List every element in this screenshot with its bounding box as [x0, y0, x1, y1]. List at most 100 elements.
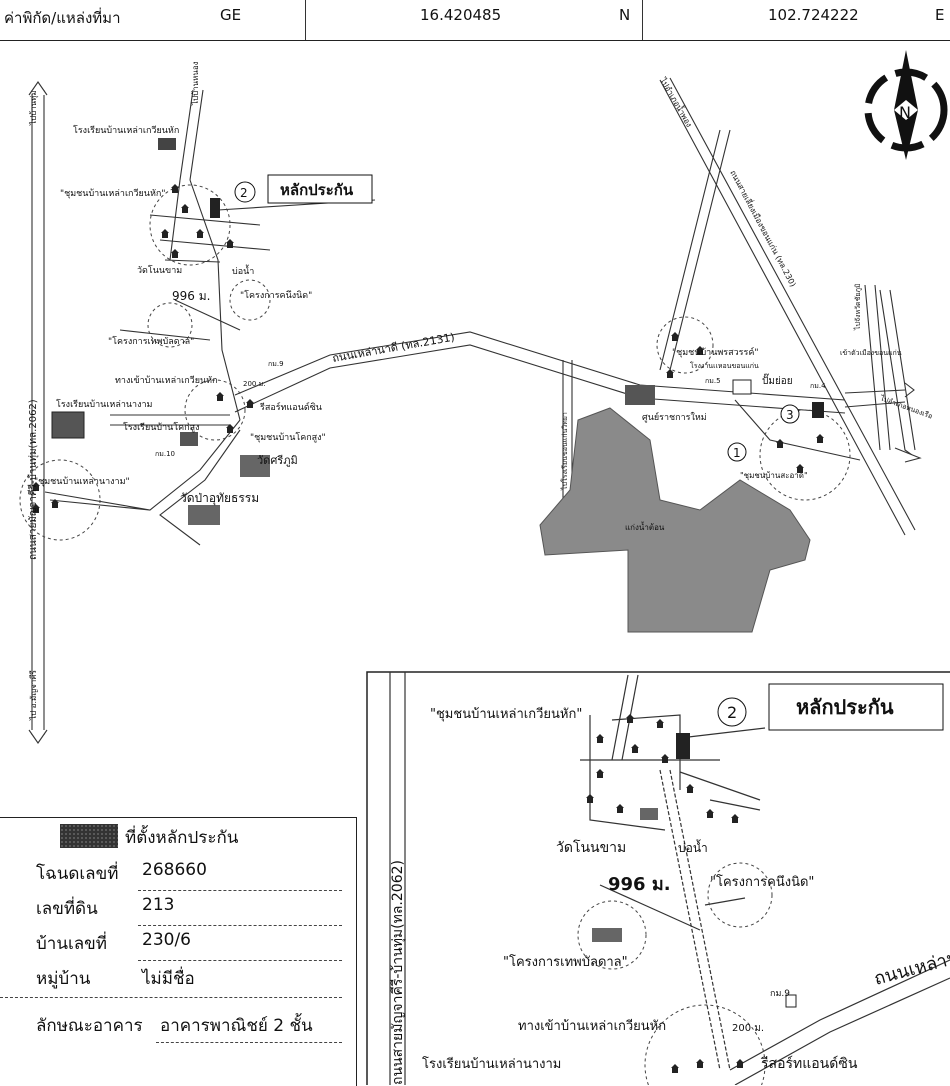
temple-2-label: วัดศรีภูมิ: [257, 454, 298, 467]
project-zone: [229, 279, 271, 321]
inset-project-2-label: "โครงการเทพบัลดาล": [503, 954, 628, 970]
community-zone: [656, 316, 714, 374]
inset-marker-2-label: 2: [727, 703, 737, 722]
inset-well-label: บ่อน้ำ: [678, 839, 708, 855]
dist200-label: 200 ม.: [243, 380, 265, 388]
gas-station-label: ปั๊มย่อย: [762, 373, 793, 387]
inset-km9-label: กม.9: [770, 989, 790, 999]
land-label: เลขที่ดิน: [36, 899, 98, 919]
distance-label: 996 ม.: [172, 289, 210, 303]
to-city-label: เข้าตัวเมืองขอนแก่น: [840, 349, 902, 357]
inset-dist200-label: 200 ม.: [732, 1023, 764, 1034]
overview-map: [28, 77, 922, 744]
building-value: อาคารพาณิชย์ 2 ชั้น: [160, 1016, 313, 1036]
temple-3-label: วัดป่าอุทัยธรรม: [180, 491, 259, 506]
project-zone: [147, 302, 193, 348]
longitude-value: 102.724222: [768, 6, 859, 24]
legend-title: ที่ตั้งหลักประกัน: [125, 828, 239, 848]
community-1-label: "ชุมชนบ้านเหล่าเกวียนหัก": [60, 188, 165, 199]
road-2131-label: ถนนเหล่านาดี (ทล.2131): [331, 331, 455, 365]
legend-row-village: หมู่บ้าน ไม่มีชื่อ: [0, 965, 356, 998]
community-zone: [19, 459, 101, 541]
factory-label: โรงงานเเหอนขอนแก่น: [690, 361, 759, 370]
community-zone: [149, 184, 231, 266]
marker-icons: [234, 174, 800, 462]
community-2-label: "ชุมชนบ้านโคกสูง": [250, 432, 326, 443]
project-1-label: "โครงการคนึงนิด": [240, 290, 312, 301]
bypass-label: ถนนสายเลี่ยงเมืองขอนแก่น (ทล.230): [728, 168, 799, 289]
road-north: [179, 89, 204, 181]
coordinate-header: ค่าพิกัด/แหล่งที่มา GE 16.420485 N 102.7…: [0, 0, 950, 41]
km4-label: กม.4: [810, 382, 826, 390]
inset-highway-2062: [389, 672, 406, 1085]
inset-road-2062-label: ถนนสายมัญจาคีรี-บ้านทุ่ม(ทล.2062): [390, 860, 406, 1085]
coord-label: ค่าพิกัด/แหล่งที่มา: [4, 9, 121, 27]
legend-row-land: เลขที่ดิน 213: [0, 895, 356, 926]
longitude-dir: E: [935, 6, 945, 24]
north-arrow-icon: N: [864, 50, 948, 160]
community-4-label: "ชุมชนบ้านพรสวรรค์": [672, 346, 759, 358]
inset-map: 2 หลักประกัน "ชุมชนบ้านเหล่าเกวียนหัก" ว…: [366, 671, 950, 1085]
school-2-label: โรงเรียนบ้านเหล่านางาม: [56, 399, 153, 410]
collateral-label: หลักประกัน: [280, 181, 354, 199]
legend-row-house: บ้านเลขที่ 230/6: [0, 930, 356, 961]
highway-2062-road: [31, 90, 45, 735]
km9-label: กม.9: [268, 360, 284, 368]
inset-temple-1-label: วัดโนนขาม: [556, 839, 626, 856]
building-label: ลักษณะอาคาร: [36, 1016, 143, 1036]
compass-letter: N: [899, 103, 911, 122]
entrance-label: ทางเข้าบ้านเหล่าเกวียนหัก: [115, 375, 218, 386]
inset-community-1-label: "ชุมชนบ้านเหล่าเกวียนหัก": [430, 706, 582, 722]
legend-row-deed: โฉนดเลขที่ 268660: [0, 860, 356, 891]
collateral-swatch-icon: [60, 824, 118, 848]
header-divider: [305, 0, 306, 40]
road-arrow-icon: [28, 81, 48, 744]
village-value: ไม่มีชื่อ: [142, 969, 195, 989]
inset-distance-label: 996 ม.: [608, 874, 671, 895]
marker-2-label: 2: [240, 186, 248, 200]
project-2-label: "โครงการเทพบัลดาล": [108, 336, 194, 347]
lake-area: [539, 407, 811, 633]
to-ban-thum-label: ไปบ้านทุ่ม: [29, 90, 38, 126]
village-label: หมู่บ้าน: [36, 969, 91, 989]
community-5-label: "ชุมชนบ้านสะอาด": [740, 471, 808, 480]
marker-3-label: 3: [786, 408, 794, 422]
inset-entrance-road: [659, 769, 731, 1071]
community-3-label: "ชุมชนบ้านเหล่านางาม": [34, 476, 130, 487]
to-ban-nong-label: ไปบ้านหนอง: [191, 61, 200, 106]
to-khok-label: ไปโรงเรียนขอนแก่นวิทยา: [560, 412, 569, 491]
inset-entrance-label: ทางเข้าบ้านเหล่าเกวียนหัก: [518, 1018, 666, 1034]
km5-label: กม.5: [705, 377, 721, 385]
legend-row-building: ลักษณะอาคาร อาคารพาณิชย์ 2 ชั้น: [0, 1012, 356, 1043]
gov-center-label: ศูนย์ราชการใหม่: [642, 411, 707, 423]
to-udon-label: ไปอำเภอน้ำพอง: [658, 75, 696, 129]
latitude-dir: N: [619, 6, 631, 24]
house-value: 230/6: [142, 930, 191, 950]
land-value: 213: [142, 895, 175, 915]
inset-marker-2-icon: [717, 697, 747, 727]
marker-1-label: 1: [733, 446, 741, 460]
community-zone: [184, 379, 246, 441]
latitude-value: 16.420485: [420, 6, 502, 24]
inset-school-2-label: โรงเรียนบ้านเหล่านางาม: [422, 1056, 561, 1072]
legend-panel: ที่ตั้งหลักประกัน โฉนดเลขที่ 268660 เลขท…: [0, 817, 357, 1086]
lake-label: แก่งน้ำต้อน: [625, 521, 665, 532]
well-label: บ่อน้ำ: [232, 264, 254, 277]
highway-230-road: [659, 77, 916, 536]
temple-1-label: วัดโนนขาม: [137, 265, 182, 276]
inset-road-2131: [729, 959, 950, 1085]
header-divider: [642, 0, 643, 40]
road-2131: [234, 331, 846, 414]
deed-label: โฉนดเลขที่: [36, 864, 119, 884]
to-chaiya-label: ไปจังหวัดชัยภูมิ: [853, 283, 862, 331]
collateral-marker-icon: [210, 198, 220, 218]
community-zone: [759, 409, 851, 501]
school-1-label: โรงเรียนบ้านเหล่าเกวียนหัก: [73, 125, 179, 136]
km10-label: กม.10: [155, 450, 175, 458]
inset-collateral-label: หลักประกัน: [796, 695, 894, 719]
road-2062-label: ถนนสายมัญจาคีรี-บ้านทุ่ม(ทล.2062): [27, 399, 39, 560]
inset-project-1-label: "โครงการคนึงนิด": [710, 874, 814, 890]
coord-source: GE: [220, 6, 242, 24]
to-mancha-label: ไป อ.มัญจาคีรี: [29, 669, 38, 721]
